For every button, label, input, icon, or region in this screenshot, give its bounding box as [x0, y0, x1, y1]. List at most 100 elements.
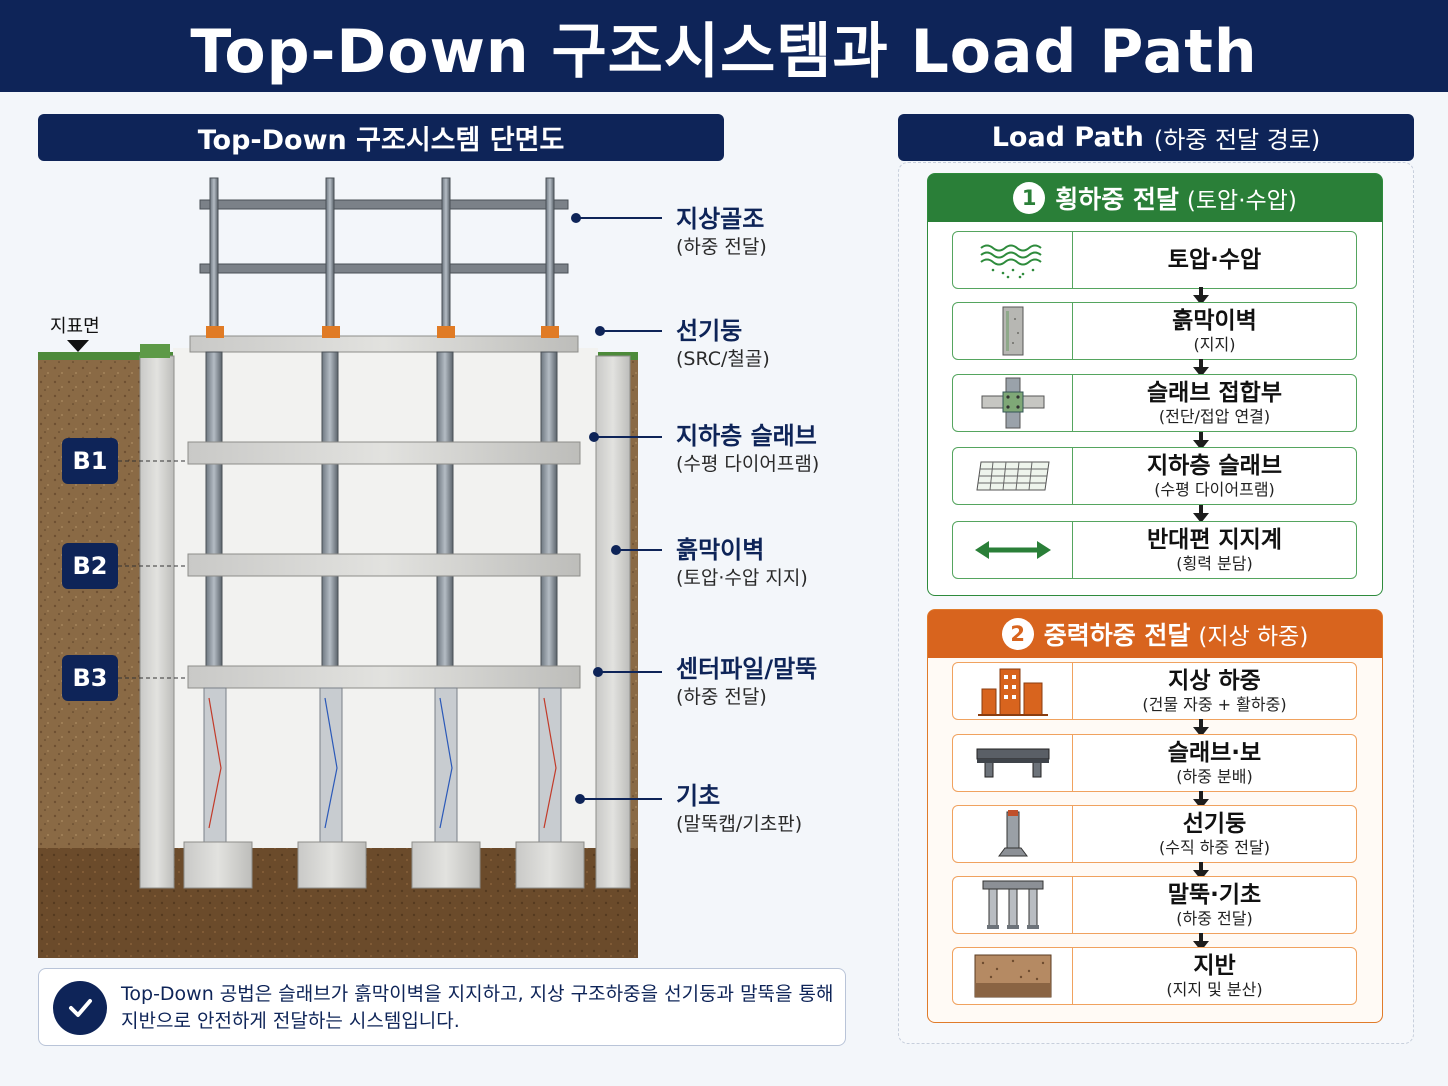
- ground-icon: [953, 948, 1073, 1004]
- retaining-wall-left: [139, 355, 175, 889]
- callout-title: 기초: [676, 782, 721, 810]
- arrow-down-icon: [1193, 719, 1209, 737]
- step-subtitle: (하중 분배): [1176, 766, 1253, 786]
- group-title: 횡하중 전달: [1055, 185, 1179, 214]
- arrow-down-icon: [1193, 432, 1209, 450]
- step-title: 지상 하중: [1168, 667, 1261, 694]
- callout-title: 지상골조: [676, 205, 765, 233]
- step-title: 선기둥: [1182, 810, 1247, 837]
- retaining-wall-icon: [953, 303, 1073, 359]
- water-pressure-icon: [953, 232, 1073, 288]
- callout-sub: (토압·수압 지지): [676, 567, 808, 589]
- lateral-load-group: 1 횡하중 전달 (토압·수압) 토압·수압 흙막이벽 (지지): [927, 173, 1383, 596]
- check-icon: [53, 981, 107, 1035]
- step-subtitle: (횡력 분담): [1176, 553, 1253, 573]
- section-header-cross-section: Top-Down 구조시스템 단면도: [38, 114, 724, 161]
- callout-foundation: 기초 (말뚝캡/기초판): [676, 781, 876, 837]
- callout-sub: (SRC/철골): [676, 348, 770, 370]
- group-subtitle: (토압·수압): [1186, 188, 1297, 214]
- callout-title: 선기둥: [676, 317, 743, 345]
- callout-sub: (하중 전달): [676, 686, 767, 708]
- callout-title: 지하층 슬래브: [676, 422, 817, 450]
- slab-beam-icon: [953, 735, 1073, 791]
- cross-section-diagram: [38, 177, 638, 958]
- leader-line: [575, 794, 662, 804]
- ground-slab: [189, 335, 579, 353]
- step-title: 흙막이벽: [1172, 307, 1257, 334]
- callout-slab: 지하층 슬래브 (수평 다이어프램): [676, 421, 876, 477]
- arrow-down-icon: [1193, 862, 1209, 880]
- leader-line: [571, 213, 662, 223]
- step-subtitle: (수평 다이어프램): [1154, 479, 1275, 499]
- leader-line: [593, 667, 662, 677]
- step-title: 슬래브 접합부: [1147, 379, 1282, 406]
- group-header: 1 횡하중 전달 (토압·수압): [928, 174, 1382, 222]
- center-piles: [203, 687, 562, 849]
- double-arrow-icon: [953, 522, 1073, 578]
- level-badge-b3: B3: [62, 655, 118, 701]
- load-step: 말뚝·기초 (하중 전달): [952, 876, 1357, 934]
- piles-icon: [953, 877, 1073, 933]
- excavation-interior: [173, 348, 598, 848]
- load-step: 지하층 슬래브 (수평 다이어프램): [952, 447, 1357, 505]
- load-step: 흙막이벽 (지지): [952, 302, 1357, 360]
- load-step: 지반 (지지 및 분산): [952, 947, 1357, 1005]
- step-subtitle: (건물 자중 + 활하중): [1142, 694, 1287, 714]
- arrow-down-icon: [1193, 791, 1209, 809]
- section-header-load-path: Load Path (하중 전달 경로): [898, 114, 1414, 161]
- callout-sub: (수평 다이어프램): [676, 453, 820, 475]
- basement-slabs: [187, 441, 581, 689]
- column-joints: [206, 326, 559, 338]
- ground-marker-icon: [67, 340, 89, 352]
- callout-column: 선기둥 (SRC/철골): [676, 316, 876, 372]
- group-header: 2 중력하중 전달 (지상 하중): [928, 610, 1382, 658]
- load-step: 선기둥 (수직 하중 전달): [952, 805, 1357, 863]
- callout-title: 흙막이벽: [676, 536, 765, 564]
- level-lines: [118, 460, 188, 679]
- step-subtitle: (하중 전달): [1176, 908, 1253, 928]
- summary-note: Top-Down 공법은 슬래브가 흙막이벽을 지지하고, 지상 구조하중을 선…: [38, 968, 846, 1046]
- step-title: 슬래브·보: [1167, 739, 1262, 766]
- group-number: 2: [1001, 618, 1034, 650]
- slab-joint-icon: [953, 375, 1073, 431]
- gravity-load-group: 2 중력하중 전달 (지상 하중) 지상 하중 (건물 자중 + 활하중) 슬래…: [927, 609, 1383, 1023]
- step-title: 지반: [1193, 952, 1236, 979]
- section-subtitle-load-path: (하중 전달 경로): [1153, 126, 1321, 154]
- group-subtitle: (지상 하중): [1198, 624, 1309, 650]
- pile-caps: [183, 841, 585, 889]
- group-title: 중력하중 전달: [1043, 621, 1191, 650]
- leader-line: [595, 326, 662, 336]
- above-ground-frame: [199, 177, 569, 339]
- wall-cap: [140, 344, 170, 358]
- callout-retaining-wall: 흙막이벽 (토압·수압 지지): [676, 535, 876, 591]
- step-subtitle: (전단/접압 연결): [1158, 406, 1271, 426]
- step-title: 말뚝·기초: [1167, 881, 1262, 908]
- load-step: 지상 하중 (건물 자중 + 활하중): [952, 662, 1357, 720]
- building-icon: [953, 663, 1073, 719]
- step-title: 지하층 슬래브: [1147, 452, 1282, 479]
- callout-sub: (하중 전달): [676, 236, 767, 258]
- callout-title: 센터파일/말뚝: [676, 655, 818, 683]
- callout-pile: 센터파일/말뚝 (하중 전달): [676, 654, 876, 710]
- load-step: 반대편 지지계 (횡력 분담): [952, 521, 1357, 579]
- level-badge-b1: B1: [62, 438, 118, 484]
- leader-line: [589, 432, 662, 442]
- load-step: 토압·수압: [952, 231, 1357, 289]
- arrow-down-icon: [1193, 933, 1209, 951]
- arrow-down-icon: [1193, 359, 1209, 377]
- slab-grid-icon: [953, 448, 1073, 504]
- title-bar: Top-Down 구조시스템과 Load Path: [0, 0, 1448, 92]
- step-title: 토압·수압: [1167, 246, 1262, 273]
- callout-sub: (말뚝캡/기초판): [676, 813, 803, 835]
- step-subtitle: (지지 및 분산): [1166, 979, 1263, 999]
- summary-text: Top-Down 공법은 슬래브가 흙막이벽을 지지하고, 지상 구조하중을 선…: [121, 983, 834, 1032]
- column-icon: [953, 806, 1073, 862]
- level-badge-b2: B2: [62, 543, 118, 589]
- step-title: 반대편 지지계: [1147, 526, 1282, 553]
- leader-line: [611, 545, 662, 555]
- callout-frame: 지상골조 (하중 전달): [676, 204, 876, 260]
- arrow-down-icon: [1193, 505, 1209, 523]
- section-title-cross-section: Top-Down 구조시스템 단면도: [197, 125, 565, 156]
- page-title: Top-Down 구조시스템과 Load Path: [190, 16, 1258, 87]
- step-subtitle: (수직 하중 전달): [1159, 837, 1270, 857]
